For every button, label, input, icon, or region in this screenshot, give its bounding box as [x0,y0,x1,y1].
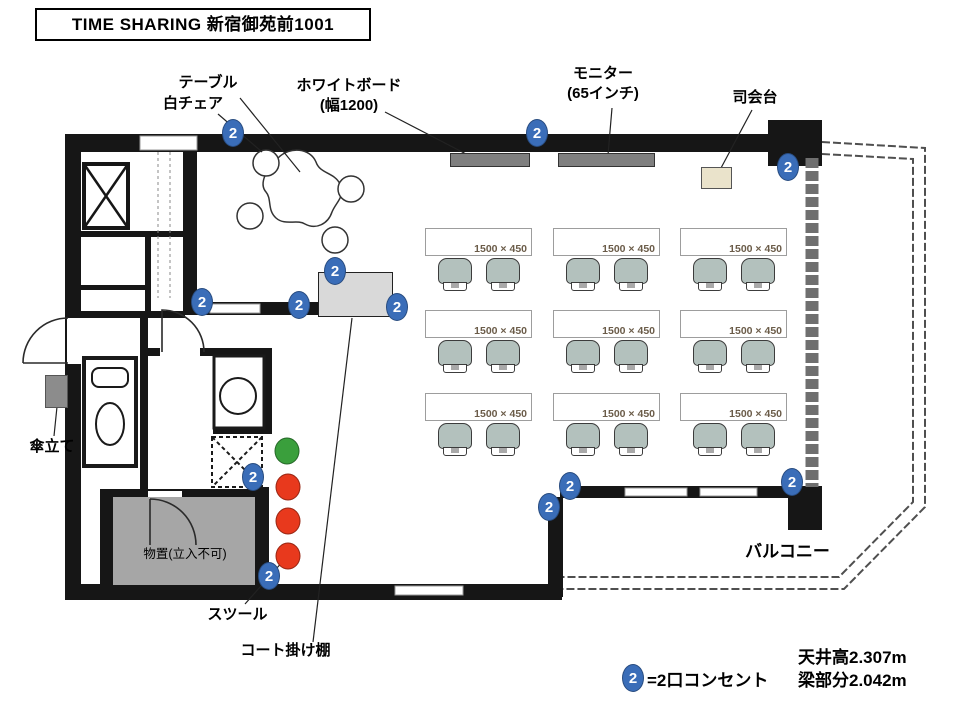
label-stool: スツール [207,606,268,623]
balcony-outline [563,141,926,590]
mc-stand [701,167,732,189]
meeting-table: 1500 × 450 [553,228,660,256]
outlet-legend-label: =2口コンセント [647,670,769,690]
meeting-table: 1500 × 450 [680,310,787,338]
chair [438,340,472,373]
table-size-label: 1500 × 450 [474,408,527,420]
chair [614,423,648,456]
chair [566,340,600,373]
entry-closet-lines [157,152,171,298]
whiteboard [450,153,530,167]
meeting-table: 1500 × 450 [553,393,660,421]
meeting-table: 1500 × 450 [425,228,532,256]
meeting-table: 1500 × 450 [425,310,532,338]
chair [438,258,472,291]
stool-red [275,507,301,535]
outlet-marker: 2 [288,291,310,319]
room-specs: 天井高2.307m 梁部分2.042m [798,646,907,692]
label-umbrella-stand: 傘立て [29,438,75,455]
outlet-marker: 2 [538,493,560,521]
meeting-table: 1500 × 450 [680,393,787,421]
outlet-marker: 2 [258,562,280,590]
wall-openings [67,135,758,596]
stool-green [274,437,300,465]
table-size-label: 1500 × 450 [474,325,527,337]
label-coat-rack: コート掛け棚 [240,642,331,659]
label-mc-stand: 司会台 [732,89,778,106]
table-size-label: 1500 × 450 [602,243,655,255]
umbrella-stand [45,375,68,408]
label-white-chair: 白チェア [162,95,223,112]
elevator [82,162,130,230]
ceiling-height: 天井高2.307m [798,648,907,667]
table-size-label: 1500 × 450 [474,243,527,255]
chair [741,258,775,291]
chair [741,423,775,456]
chair [614,340,648,373]
chair [486,258,520,291]
storage-label: 物置(立入不可) [143,547,227,561]
chair [693,423,727,456]
outlet-marker: 2 [222,119,244,147]
label-monitor: モニター (65インチ) [538,64,668,103]
kitchen-sink [212,354,266,430]
meeting-table: 1500 × 450 [680,228,787,256]
table-size-label: 1500 × 450 [602,325,655,337]
outlet-marker: 2 [242,463,264,491]
chair [486,340,520,373]
toilet [82,356,138,468]
outlet-marker: 2 [559,472,581,500]
label-table: テーブル [178,74,238,91]
outlet-legend-icon: 2 [622,664,644,692]
outlet-marker: 2 [386,293,408,321]
label-whiteboard-line2: (幅1200) [319,96,379,114]
table-size-label: 1500 × 450 [729,243,782,255]
chair [614,258,648,291]
leader-lines [53,97,753,643]
page-title: TIME SHARING 新宿御苑前1001 [35,8,371,41]
chair [566,258,600,291]
meeting-table: 1500 × 450 [553,310,660,338]
monitor-65 [558,153,655,167]
label-whiteboard-line1: ホワイトボード [296,77,402,94]
stool-red [275,542,301,570]
chair [741,340,775,373]
outlet-marker: 2 [777,153,799,181]
chair [486,423,520,456]
outlet-marker: 2 [324,257,346,285]
outlet-marker: 2 [191,288,213,316]
chair [693,340,727,373]
chair [438,423,472,456]
door-arcs [22,309,205,546]
table-size-label: 1500 × 450 [729,325,782,337]
table-size-label: 1500 × 450 [729,408,782,420]
label-whiteboard: ホワイトボード (幅1200) [278,76,420,115]
label-balcony: バルコニー [745,542,830,561]
chair [693,258,727,291]
chair [566,423,600,456]
lounge-table-and-chairs [236,149,365,254]
outlet-legend: 2 =2口コンセント [622,664,768,692]
storage-area-fill [113,497,255,585]
beam-height: 梁部分2.042m [798,671,907,690]
label-monitor-line2: (65インチ) [567,84,639,102]
table-size-label: 1500 × 450 [602,408,655,420]
stool-red [275,473,301,501]
meeting-table: 1500 × 450 [425,393,532,421]
outlet-marker: 2 [526,119,548,147]
label-monitor-line1: モニター [572,65,633,82]
outlet-marker: 2 [781,468,803,496]
